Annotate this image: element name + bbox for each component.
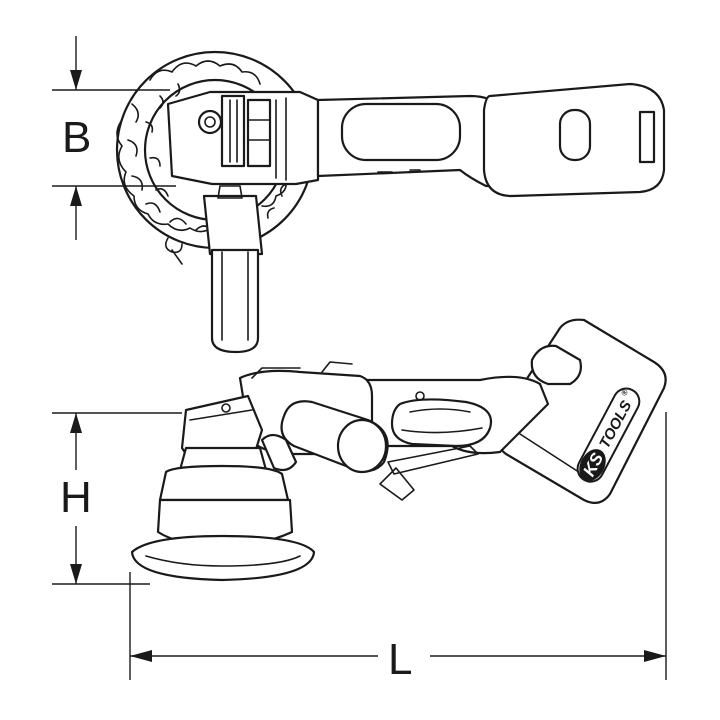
top-view: B — [52, 36, 666, 354]
dimension-l: L — [129, 412, 667, 684]
dimension-label-h: H — [60, 473, 92, 522]
dimension-h: H — [52, 412, 182, 585]
battery-side: KS TOOLS ® — [495, 318, 667, 505]
brand-registered: ® — [619, 388, 630, 398]
battery-top — [482, 82, 666, 198]
side-handle-side — [260, 400, 389, 474]
dimension-label-l: L — [388, 635, 412, 684]
motor-body-top — [316, 94, 522, 188]
dimension-b: B — [52, 36, 176, 240]
side-view: KS TOOLS ® — [52, 318, 667, 684]
dimension-label-b: B — [62, 113, 91, 162]
gear-head-top — [166, 90, 320, 186]
side-handle-top — [202, 185, 264, 354]
polishing-pad — [130, 446, 316, 582]
motor-body-side — [338, 375, 550, 501]
